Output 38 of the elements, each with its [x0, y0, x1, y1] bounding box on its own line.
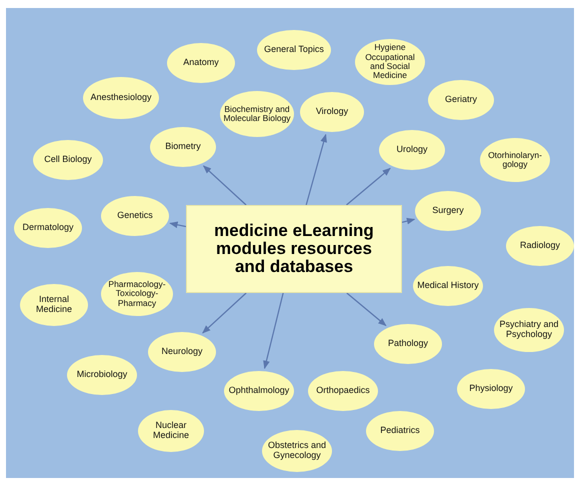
topic-label: Otorhinolaryn-gology — [487, 150, 543, 170]
topic-label: Neurology — [161, 347, 203, 357]
topic-label: Physiology — [469, 384, 513, 394]
topic-label: Dermatology — [22, 223, 74, 233]
topic-label: Nuclear Medicine — [152, 421, 190, 441]
arrow — [202, 292, 247, 334]
arrow — [402, 218, 416, 224]
topic-label: Pharmacology-Toxicology-Pharmacy — [107, 280, 167, 308]
topic-label: Internal Medicine — [34, 295, 74, 315]
topic-label: Biometry — [165, 142, 201, 152]
topic-label: Hygiene Occupational and Social Medicine — [364, 43, 416, 81]
arrow — [306, 134, 327, 206]
topic-label: Biochemistry and Molecular Biology — [222, 104, 292, 124]
topic-label: Urology — [396, 145, 428, 155]
topic-label: Pediatrics — [380, 426, 420, 436]
topic-label: Pathology — [388, 339, 428, 349]
arrow — [263, 292, 284, 370]
topic-label: Cell Biology — [44, 155, 92, 165]
topic-label: Anatomy — [183, 58, 219, 68]
topic-label: Radiology — [520, 241, 560, 251]
topic-label: Obstetrics and Gynecology — [266, 441, 328, 461]
topic-label: Microbiology — [76, 370, 128, 380]
topic-label: Geriatry — [444, 95, 477, 105]
title-text: medicine eLearning modules resources and databases — [213, 222, 375, 276]
topic-label: Medical History — [417, 281, 479, 291]
topic-label: Ophthalmology — [228, 386, 290, 396]
arrow — [346, 292, 387, 326]
topic-label: Surgery — [432, 206, 464, 216]
title-box — [186, 205, 402, 293]
topic-label: Psychiatry and Psychology — [498, 320, 560, 340]
topic-label: Virology — [316, 107, 348, 117]
arrow — [169, 222, 186, 228]
topic-label: Genetics — [117, 211, 153, 221]
topic-label: General Topics — [264, 45, 324, 55]
arrow — [346, 168, 391, 206]
topic-label: Anesthesiology — [90, 93, 152, 103]
arrow — [202, 165, 247, 206]
topic-label: Orthopaedics — [316, 386, 370, 396]
